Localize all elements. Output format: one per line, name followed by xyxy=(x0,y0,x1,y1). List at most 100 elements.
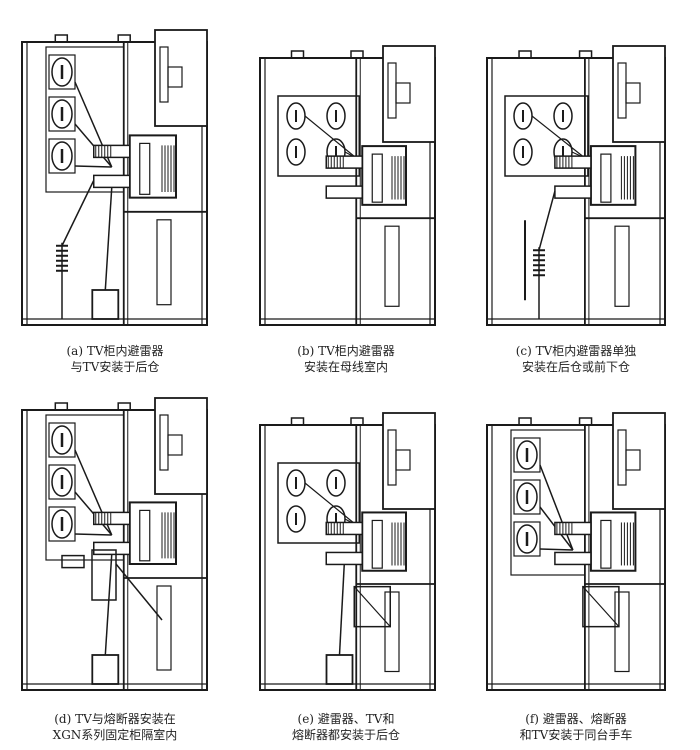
breaker-pole xyxy=(371,519,383,569)
caption-d-line2: XGN系列固定柜隔室内 xyxy=(52,728,178,742)
busbar-compartment xyxy=(277,462,360,544)
busbar-bushing-icon xyxy=(51,99,73,129)
caption-d-line1: (d) TV与熔断器安装在 xyxy=(54,712,176,726)
lower-contact-arm xyxy=(93,174,131,189)
busbar-connection xyxy=(74,533,112,536)
caption-a-line2: 与TV安装于后仓 xyxy=(70,360,160,374)
upper-contact-arm xyxy=(93,144,131,159)
circuit-breaker-truck xyxy=(361,511,407,572)
lower-contact-arm xyxy=(554,551,592,566)
low-voltage-compartment xyxy=(612,45,666,143)
caption-e: (e) 避雷器、TV和熔断器都安装于后仓 xyxy=(236,711,456,743)
lifting-hook-icon xyxy=(518,50,532,59)
caption-b-line1: (b) TV柜内避雷器 xyxy=(297,344,395,358)
busbar-connection xyxy=(539,548,573,551)
fuse-cable xyxy=(115,563,163,621)
breaker-pole xyxy=(600,153,612,203)
low-voltage-compartment xyxy=(382,412,436,510)
lower-contact-arm xyxy=(554,185,592,199)
lifting-hook-icon xyxy=(578,417,593,426)
breaker-pole xyxy=(600,519,612,569)
busbar-bushing-icon xyxy=(51,509,73,539)
circuit-breaker-truck xyxy=(589,145,637,206)
busbar-bushing-icon xyxy=(516,482,538,512)
voltage-transformer-icon xyxy=(91,289,120,320)
cabinet-frame xyxy=(21,409,208,691)
busbar-bushing-icon xyxy=(51,57,73,87)
lifting-hook-icon xyxy=(54,402,69,411)
upper-contact-arm xyxy=(554,155,592,169)
cabinet-frame xyxy=(21,41,208,326)
fuse-link xyxy=(353,586,391,628)
lifting-hook-icon xyxy=(578,50,593,59)
bushing-mount xyxy=(48,464,76,500)
fuse-holder xyxy=(91,549,117,601)
busbar-connection xyxy=(531,115,586,159)
cabinet-f xyxy=(486,412,666,691)
lv-instrument xyxy=(625,449,641,471)
caption-e-line2: 熔断器都安装于后仓 xyxy=(291,728,400,742)
cabinet-e xyxy=(259,412,436,691)
voltage-transformer-icon xyxy=(91,654,120,685)
busbar-compartment xyxy=(277,95,360,177)
caption-c-line1: (c) TV柜内避雷器单独 xyxy=(515,344,637,358)
cabinet-a xyxy=(21,29,208,326)
lifting-hook-icon xyxy=(117,402,131,411)
circuit-breaker-truck xyxy=(361,145,407,206)
cable-terminal xyxy=(156,585,172,671)
bushing-mount xyxy=(513,437,541,473)
low-voltage-compartment xyxy=(154,397,208,495)
busbar-bushing-icon xyxy=(286,138,306,166)
low-voltage-compartment xyxy=(382,45,436,143)
busbar-connection xyxy=(304,115,357,159)
cable-terminal xyxy=(384,225,400,307)
upper-contact-arm xyxy=(325,155,363,169)
vt-cable xyxy=(104,187,113,291)
circuit-breaker-truck xyxy=(589,511,637,572)
cabinet-frame xyxy=(486,57,666,326)
lifting-hook-icon xyxy=(518,417,532,426)
cable-terminal xyxy=(384,591,400,673)
busbar-bushing-icon xyxy=(51,467,73,497)
circuit-breaker-truck xyxy=(128,501,177,565)
vt-cable xyxy=(338,564,345,656)
cabinet-frame xyxy=(259,424,436,691)
arrester-cable xyxy=(538,190,556,251)
upper-contact-arm xyxy=(325,521,363,536)
caption-f-line2: 和TV安装于同台手车 xyxy=(519,728,633,742)
lower-contact-arm xyxy=(325,551,363,566)
lower-contact-arm xyxy=(325,185,363,199)
bushing-mount xyxy=(48,138,76,174)
vt-cable xyxy=(104,554,113,656)
caption-b: (b) TV柜内避雷器安装在母线室内 xyxy=(236,343,456,375)
caption-b-line2: 安装在母线室内 xyxy=(303,360,388,374)
upper-contact-arm xyxy=(93,511,131,526)
low-voltage-compartment xyxy=(612,412,666,510)
lifting-hook-icon xyxy=(290,50,305,59)
fuse-link xyxy=(582,586,620,628)
busbar-bushing-icon xyxy=(286,505,306,533)
breaker-pole xyxy=(139,509,151,562)
busbar-bushing-icon xyxy=(553,102,573,130)
voltage-transformer-icon xyxy=(325,654,354,685)
fuse-icon xyxy=(61,554,85,569)
lv-instrument xyxy=(625,82,641,104)
fuse-assembly xyxy=(353,585,391,628)
cabinet-d xyxy=(21,397,208,691)
bushing-mount xyxy=(48,422,76,458)
busbar-bushing-icon xyxy=(51,425,73,455)
arrester-cable xyxy=(61,180,95,247)
cable-terminal xyxy=(156,219,172,306)
bushing-mount xyxy=(513,521,541,557)
caption-c: (c) TV柜内避雷器单独安装在后仓或前下仓 xyxy=(466,343,686,375)
lifting-hook-icon xyxy=(350,50,364,59)
busbar-connection xyxy=(539,464,574,551)
busbar-bushing-icon xyxy=(51,141,73,171)
cable-terminal xyxy=(614,591,630,673)
caption-f: (f) 避雷器、熔断器和TV安装于同台手车 xyxy=(466,711,686,743)
breaker-pole xyxy=(371,153,383,203)
busbar-bushing-icon xyxy=(516,524,538,554)
busbar-bushing-icon xyxy=(326,469,346,497)
lv-instrument xyxy=(395,82,411,104)
busbar-bushing-icon xyxy=(326,102,346,130)
